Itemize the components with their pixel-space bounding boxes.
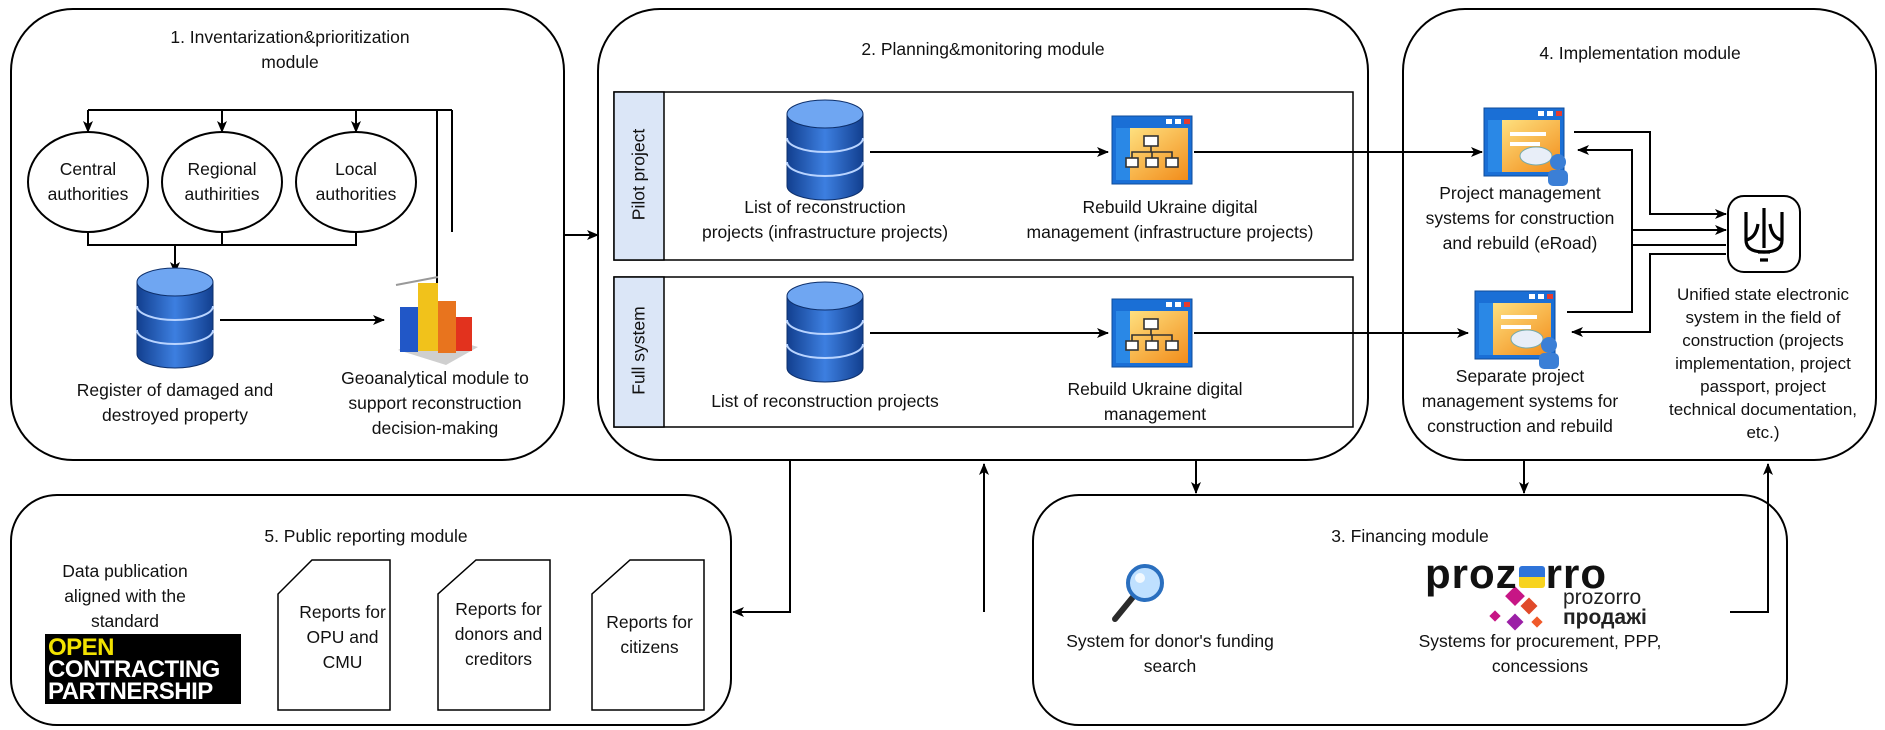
- pilot-rebuild-label: Rebuild Ukraine digital management (infr…: [1026, 197, 1314, 242]
- publication-label: Data publication aligned with the standa…: [62, 561, 188, 631]
- full-rebuild-label: Rebuild Ukraine digital management: [1067, 379, 1243, 424]
- app-window-icon: [1111, 115, 1193, 185]
- procurement-label: Systems for procurement, PPP, concession…: [1418, 631, 1662, 676]
- database-icon: [136, 267, 214, 369]
- database-icon: [786, 99, 864, 201]
- report-document: [437, 559, 551, 711]
- register-label: Register of damaged and destroyed proper…: [76, 380, 274, 425]
- full-list-label: List of reconstruction projects: [711, 391, 939, 411]
- trident-icon: [1727, 195, 1801, 273]
- unified-system-label: Unified state electronic system in the f…: [1668, 285, 1858, 442]
- pilot-list-label: List of reconstruction projects (infrast…: [701, 197, 949, 242]
- full-system-label: Full system: [628, 306, 649, 395]
- module-4-title: 4. Implementation module: [1539, 43, 1741, 63]
- search-magnifier-icon: [1112, 564, 1164, 622]
- module-5-title: 5. Public reporting module: [264, 526, 468, 546]
- module-2-title: 2. Planning&monitoring module: [861, 39, 1105, 59]
- app-window-icon: [1474, 290, 1559, 369]
- full-side-tab: [613, 276, 665, 428]
- local-authorities-label: Local authorities: [315, 159, 397, 204]
- pilot-side-tab: [613, 91, 665, 261]
- ocp-logo: OPEN CONTRACTING PARTNERSHIP: [45, 634, 241, 704]
- app-window-icon: [1483, 107, 1568, 186]
- module-3-title: 3. Financing module: [1331, 526, 1489, 546]
- pilot-project-label: Pilot project: [628, 128, 649, 221]
- report-opu-label: Reports for OPU and CMU: [299, 602, 386, 672]
- module-1-title: 1. Inventarization&prioritization module: [170, 27, 410, 72]
- database-icon: [786, 281, 864, 383]
- report-document: [591, 559, 705, 711]
- pm-systems-label: Project management systems for construct…: [1425, 183, 1615, 253]
- module-3-box: [1032, 494, 1788, 726]
- report-document: [277, 559, 391, 711]
- app-window-icon: [1111, 298, 1193, 368]
- central-authorities-label: Central authorities: [47, 159, 129, 204]
- regional-authorities-label: Regional authirities: [184, 159, 260, 204]
- report-citizens-label: Reports for citizens: [606, 612, 693, 657]
- pilot-row-box: [613, 91, 1354, 261]
- separate-systems-label: Separate project management systems for …: [1421, 366, 1619, 436]
- geoanalytical-label: Geoanalytical module to support reconstr…: [341, 368, 529, 438]
- full-row-box: [613, 276, 1354, 428]
- donor-search-label: System for donor's funding search: [1066, 631, 1274, 676]
- bar-chart-icon: [395, 276, 478, 365]
- report-donors-label: Reports for donors and creditors: [454, 599, 543, 669]
